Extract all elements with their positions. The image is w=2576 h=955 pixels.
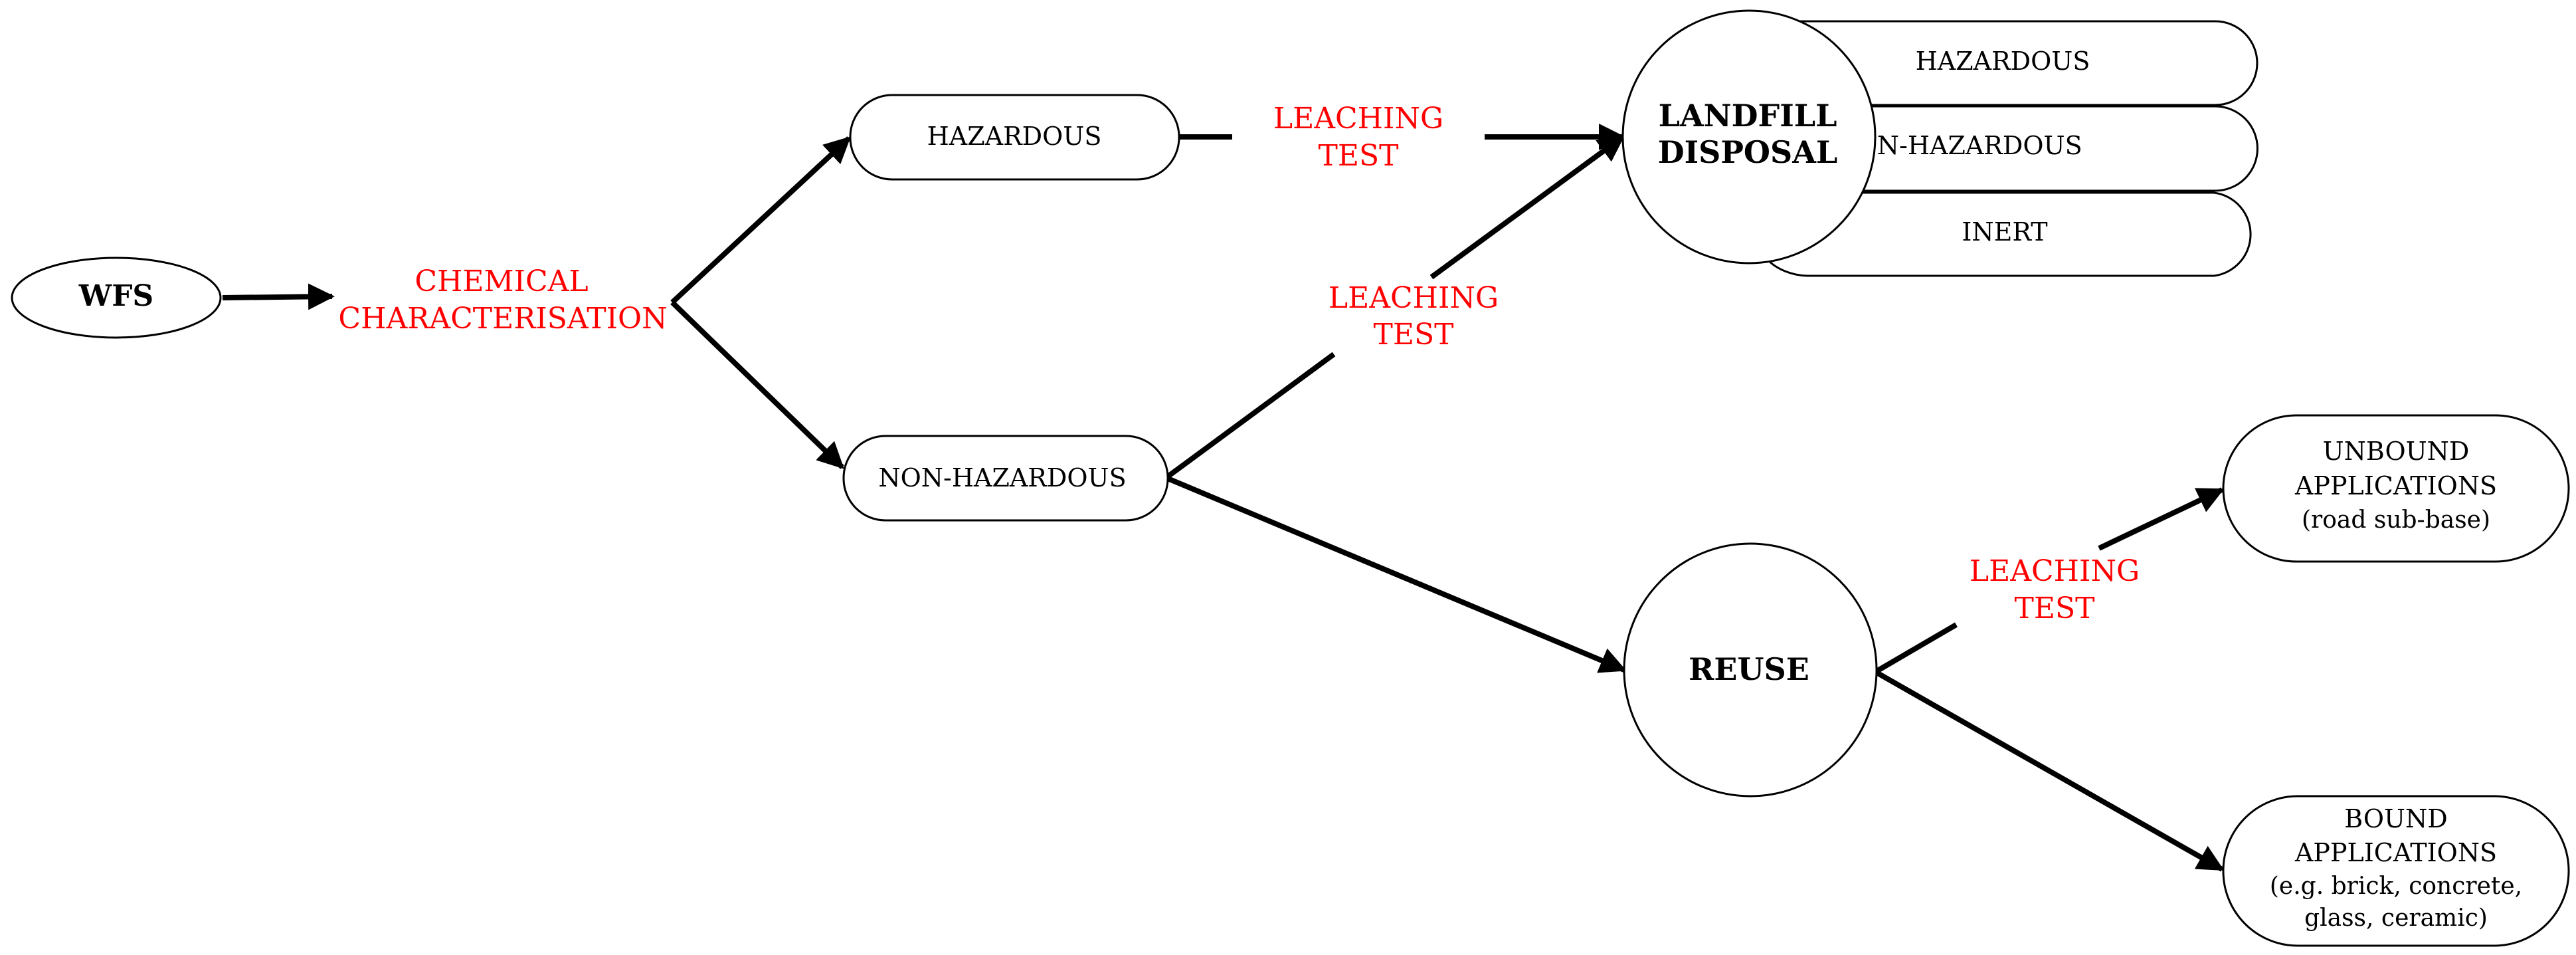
bound-applications-node: BOUND APPLICATIONS (e.g. brick, concrete… bbox=[2222, 795, 2570, 947]
hazardous-label: HAZARDOUS bbox=[927, 122, 1102, 151]
wfs-label: WFS bbox=[78, 279, 153, 313]
arrow-leaching-to-landfill-2 bbox=[1429, 134, 1625, 280]
leaching-test-non-hazardous-line1: LEACHING bbox=[1329, 281, 1499, 315]
landfill-disposal-label-line1: LANDFILL bbox=[1659, 98, 1837, 134]
reuse-label: REUSE bbox=[1689, 651, 1809, 687]
unbound-label-line3: (road sub-base) bbox=[2302, 506, 2490, 534]
non-hazardous-node: NON-HAZARDOUS bbox=[842, 435, 1169, 522]
landfill-disposal-node: LANDFILL DISPOSAL bbox=[1621, 9, 1877, 265]
bound-label-line3: (e.g. brick, concrete, bbox=[2270, 873, 2522, 900]
bound-label-line1: BOUND bbox=[2344, 804, 2448, 833]
arrow-characterisation-to-hazardous bbox=[670, 136, 851, 304]
landfill-inert-node: INERT bbox=[1766, 191, 2252, 277]
unbound-label-line1: UNBOUND bbox=[2323, 437, 2470, 466]
leaching-test-reuse-line1: LEACHING bbox=[1970, 554, 2140, 588]
chemical-characterisation-step: CHEMICAL CHARACTERISATION bbox=[338, 265, 667, 336]
arrow-reuse-to-bound bbox=[1875, 670, 2225, 872]
landfill-disposal-label-line2: DISPOSAL bbox=[1658, 134, 1838, 170]
leaching-test-non-hazardous: LEACHING TEST bbox=[1329, 281, 1499, 352]
connectors bbox=[222, 124, 2225, 872]
bound-label-line2: APPLICATIONS bbox=[2294, 838, 2497, 867]
leaching-test-hazardous-line2: TEST bbox=[1319, 139, 1399, 173]
line-non-hazardous-to-leaching bbox=[1166, 352, 1336, 479]
arrow-non-hazardous-to-reuse bbox=[1166, 476, 1627, 673]
leaching-test-hazardous-line1: LEACHING bbox=[1273, 102, 1443, 136]
non-hazardous-label: NON-HAZARDOUS bbox=[878, 463, 1126, 492]
landfill-categories: HAZARDOUS NON-HAZARDOUS INERT bbox=[1766, 20, 2258, 277]
wfs-node: WFS bbox=[11, 257, 222, 339]
leaching-test-reuse: LEACHING TEST bbox=[1970, 554, 2140, 625]
bound-label-line4: glass, ceramic) bbox=[2304, 904, 2488, 932]
unbound-applications-node: UNBOUND APPLICATIONS (road sub-base) bbox=[2222, 414, 2570, 563]
hazardous-node: HAZARDOUS bbox=[849, 94, 1180, 181]
line-reuse-to-leaching bbox=[1875, 622, 1958, 674]
unbound-label-line2: APPLICATIONS bbox=[2294, 471, 2497, 500]
landfill-hazardous-node: HAZARDOUS bbox=[1766, 20, 2258, 106]
reuse-node: REUSE bbox=[1623, 542, 1878, 797]
arrow-wfs-to-characterisation bbox=[222, 283, 335, 310]
landfill-hazardous-label: HAZARDOUS bbox=[1916, 47, 2090, 76]
landfill-inert-label: INERT bbox=[1962, 217, 2047, 247]
chemical-characterisation-label-line2: CHARACTERISATION bbox=[338, 302, 667, 336]
arrow-leaching-to-unbound bbox=[2098, 487, 2225, 551]
chemical-characterisation-label-line1: CHEMICAL bbox=[414, 265, 588, 298]
arrow-characterisation-to-non-hazardous bbox=[670, 300, 844, 469]
leaching-test-non-hazardous-line2: TEST bbox=[1374, 318, 1454, 352]
leaching-test-reuse-line2: TEST bbox=[2015, 591, 2095, 625]
leaching-test-hazardous: LEACHING TEST bbox=[1273, 102, 1443, 173]
